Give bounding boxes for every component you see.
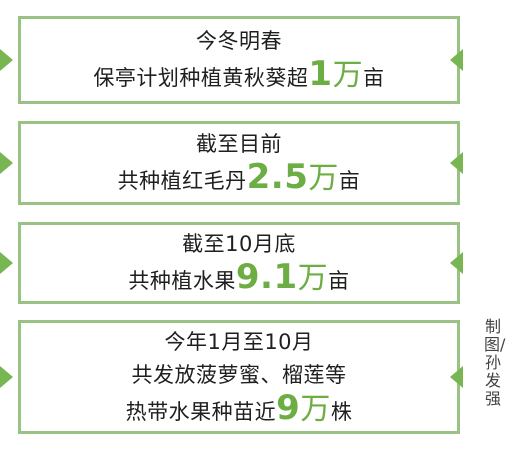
left-arrow-icon	[0, 252, 13, 274]
highlight-number: 9.1	[235, 257, 298, 297]
unit-label: 万	[297, 261, 329, 296]
box1-line1: 今冬明春	[196, 29, 282, 53]
box2-line2: 共种植红毛丹2.5万亩	[117, 157, 361, 197]
info-box-2: 截至目前 共种植红毛丹2.5万亩	[18, 121, 460, 205]
highlight-number: 9	[276, 387, 301, 428]
box4-line2: 共发放菠萝蜜、榴莲等	[131, 362, 347, 387]
highlight-number: 2.5	[246, 157, 309, 197]
info-box-4: 今年1月至10月 共发放菠萝蜜、榴莲等 热带水果种苗近9万株	[18, 320, 460, 434]
left-arrow-icon	[0, 152, 13, 174]
unit-label: 万	[308, 161, 339, 196]
right-arrow-icon	[450, 152, 463, 174]
info-box-1: 今冬明春 保亭计划种植黄秋葵超1万亩	[18, 16, 460, 104]
credit-text: 制图/孙发强	[484, 317, 506, 408]
box3-line1: 截至10月底	[182, 232, 296, 256]
box4-line3: 热带水果种苗近9万株	[125, 387, 353, 428]
right-arrow-icon	[450, 252, 463, 274]
box1-line2: 保亭计划种植黄秋葵超1万亩	[93, 54, 385, 94]
unit-label: 万	[332, 58, 364, 93]
right-arrow-icon	[450, 49, 463, 71]
box3-line2: 共种植水果9.1万亩	[128, 257, 350, 297]
box4-line1: 今年1月至10月	[164, 329, 314, 354]
box2-line1: 截至目前	[196, 132, 282, 156]
left-arrow-icon	[0, 49, 13, 71]
right-arrow-icon	[450, 366, 463, 388]
left-arrow-icon	[0, 366, 13, 388]
unit-label: 万	[300, 391, 331, 427]
highlight-number: 1	[308, 54, 333, 94]
info-box-3: 截至10月底 共种植水果9.1万亩	[18, 222, 460, 304]
